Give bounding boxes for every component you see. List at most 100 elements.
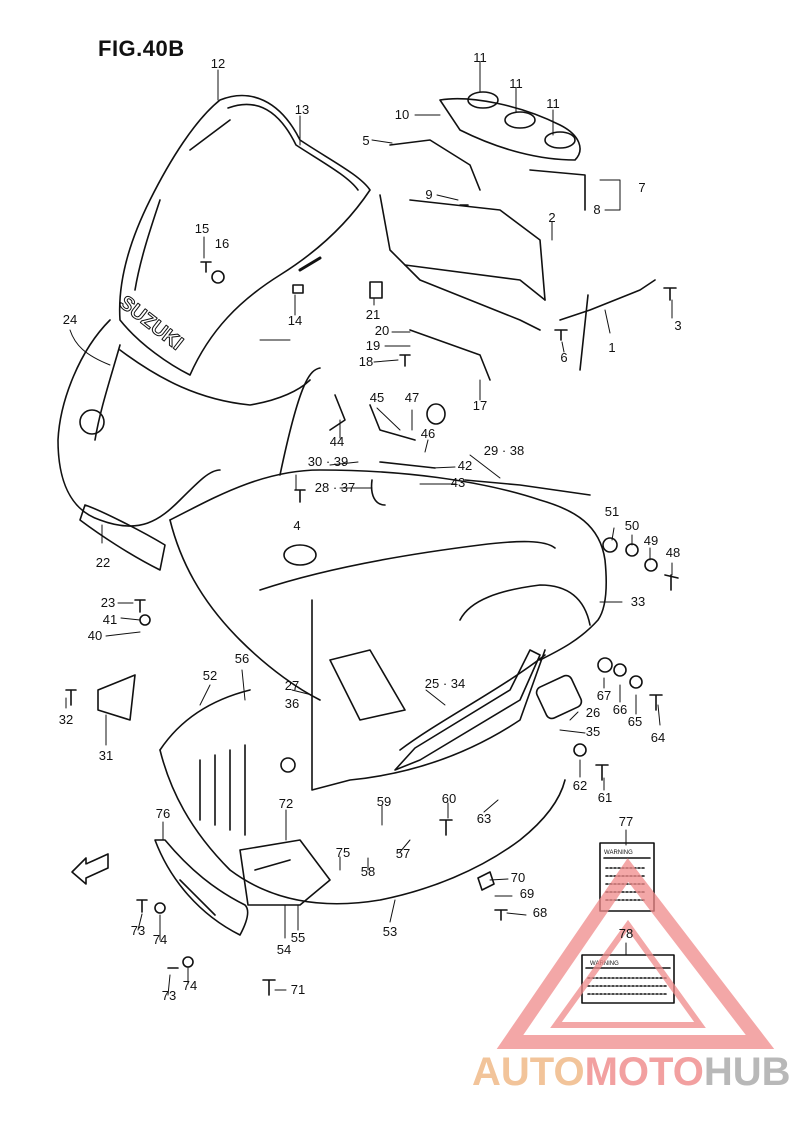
part-callout: 19: [366, 338, 380, 353]
part-callout: 67: [597, 688, 611, 703]
fwd-text: FWD: [77, 860, 97, 875]
part-callout: 7: [638, 180, 645, 195]
part-callout: 21: [366, 307, 380, 322]
part-callout: 32: [59, 712, 73, 727]
part-callout: 11: [509, 76, 523, 91]
part-callout: 65: [628, 714, 642, 729]
part-callout: 3: [674, 318, 681, 333]
part-callout: 71: [291, 982, 305, 997]
part-callout: 73: [162, 988, 176, 1003]
part-callout: 48: [666, 545, 680, 560]
part-callout: 28 · 37: [315, 480, 355, 495]
part-callout: 11: [546, 96, 560, 111]
part-callout: 43: [451, 475, 465, 490]
part-callout: 55: [291, 930, 305, 945]
watermark-logo-icon: [496, 858, 775, 1049]
part-callout: 33: [631, 594, 645, 609]
part-callout: 53: [383, 924, 397, 939]
part-callout: 31: [99, 748, 113, 763]
part-callout: 20: [375, 323, 389, 338]
part-callout: 75: [336, 845, 350, 860]
part-callout: 42: [458, 458, 472, 473]
part-callout: 6: [560, 350, 567, 365]
callout-labels: 1234567891011111112131415161718192021222…: [59, 50, 682, 1003]
watermark-text: AUTOMOTOHUB: [472, 1050, 791, 1095]
label-78-heading: WARNING: [590, 961, 619, 967]
part-callout: 63: [477, 811, 491, 826]
part-callout: 69: [520, 886, 534, 901]
part-callout: 5: [362, 133, 369, 148]
part-callout: 44: [330, 434, 344, 449]
part-callout: 35: [586, 724, 600, 739]
part-callout: 17: [473, 398, 487, 413]
part-callout: 36: [285, 696, 299, 711]
watermark-part-auto: AUTO: [472, 1050, 585, 1094]
upper-fairing: [57, 319, 311, 527]
under-cowl-left: [154, 839, 249, 936]
lower-cowl: [159, 689, 566, 905]
label-77-heading: WARNING: [604, 850, 633, 856]
inner-panel: [329, 394, 446, 441]
part-callout: 72: [279, 796, 293, 811]
part-callout: 29 · 38: [484, 443, 524, 458]
part-callout: 77: [619, 814, 633, 829]
reflector-panel: [97, 674, 136, 721]
part-callout: 9: [425, 187, 432, 202]
part-callout: 12: [211, 56, 225, 71]
part-callout: 41: [103, 612, 117, 627]
part-callout: 22: [96, 555, 110, 570]
part-callout: 76: [156, 806, 170, 821]
part-callout: 23: [101, 595, 115, 610]
part-callout: 8: [593, 202, 600, 217]
part-callout: 49: [644, 533, 658, 548]
part-callout: 57: [396, 846, 410, 861]
windscreen: SUZUKI: [114, 94, 371, 376]
hardware: [65, 204, 679, 996]
part-callout: 10: [395, 107, 409, 122]
leader-lines: [65, 61, 673, 996]
part-callout: 60: [442, 791, 456, 806]
fwd-arrow: [71, 853, 109, 885]
part-callout: 14: [288, 313, 302, 328]
watermark-part-moto: MOTO: [584, 1050, 704, 1094]
part-callout: 52: [203, 668, 217, 683]
part-callout: 45: [370, 390, 384, 405]
part-callout: 27: [285, 678, 299, 693]
part-callout: 56: [235, 651, 249, 666]
part-callout: 59: [377, 794, 391, 809]
part-callout: 1: [608, 340, 615, 355]
part-callout: 78: [619, 926, 633, 941]
part-callout: 64: [651, 730, 665, 745]
part-callout: 15: [195, 221, 209, 236]
windscreen-logo: SUZUKI: [115, 292, 187, 355]
part-callout: 24: [63, 312, 77, 327]
part-callout: 58: [361, 864, 375, 879]
part-callout: 54: [277, 942, 291, 957]
part-callout: 18: [359, 354, 373, 369]
part-callout: 11: [473, 50, 487, 65]
part-callout: 74: [153, 932, 167, 947]
part-callout: 73: [131, 923, 145, 938]
trim-strip: [370, 461, 591, 506]
meter-stay: [379, 91, 656, 381]
part-callout: 16: [215, 236, 229, 251]
part-callout: 46: [421, 426, 435, 441]
part-callout: 25 · 34: [425, 676, 465, 691]
part-callout: 2: [548, 210, 555, 225]
part-callout: 50: [625, 518, 639, 533]
part-callout: 51: [605, 504, 619, 519]
part-callout: 62: [573, 778, 587, 793]
part-callout: 68: [533, 905, 547, 920]
part-callout: 66: [613, 702, 627, 717]
air-duct: [79, 504, 166, 571]
part-callout: 13: [295, 102, 309, 117]
side-cowl: [169, 367, 607, 701]
part-callout: 40: [88, 628, 102, 643]
part-callout: 26: [586, 705, 600, 720]
watermark-part-hub: HUB: [703, 1050, 791, 1094]
bottom-plate: [239, 839, 331, 906]
part-callout: 70: [511, 870, 525, 885]
part-callout: 30 · 39: [308, 454, 348, 469]
part-callout: 61: [598, 790, 612, 805]
